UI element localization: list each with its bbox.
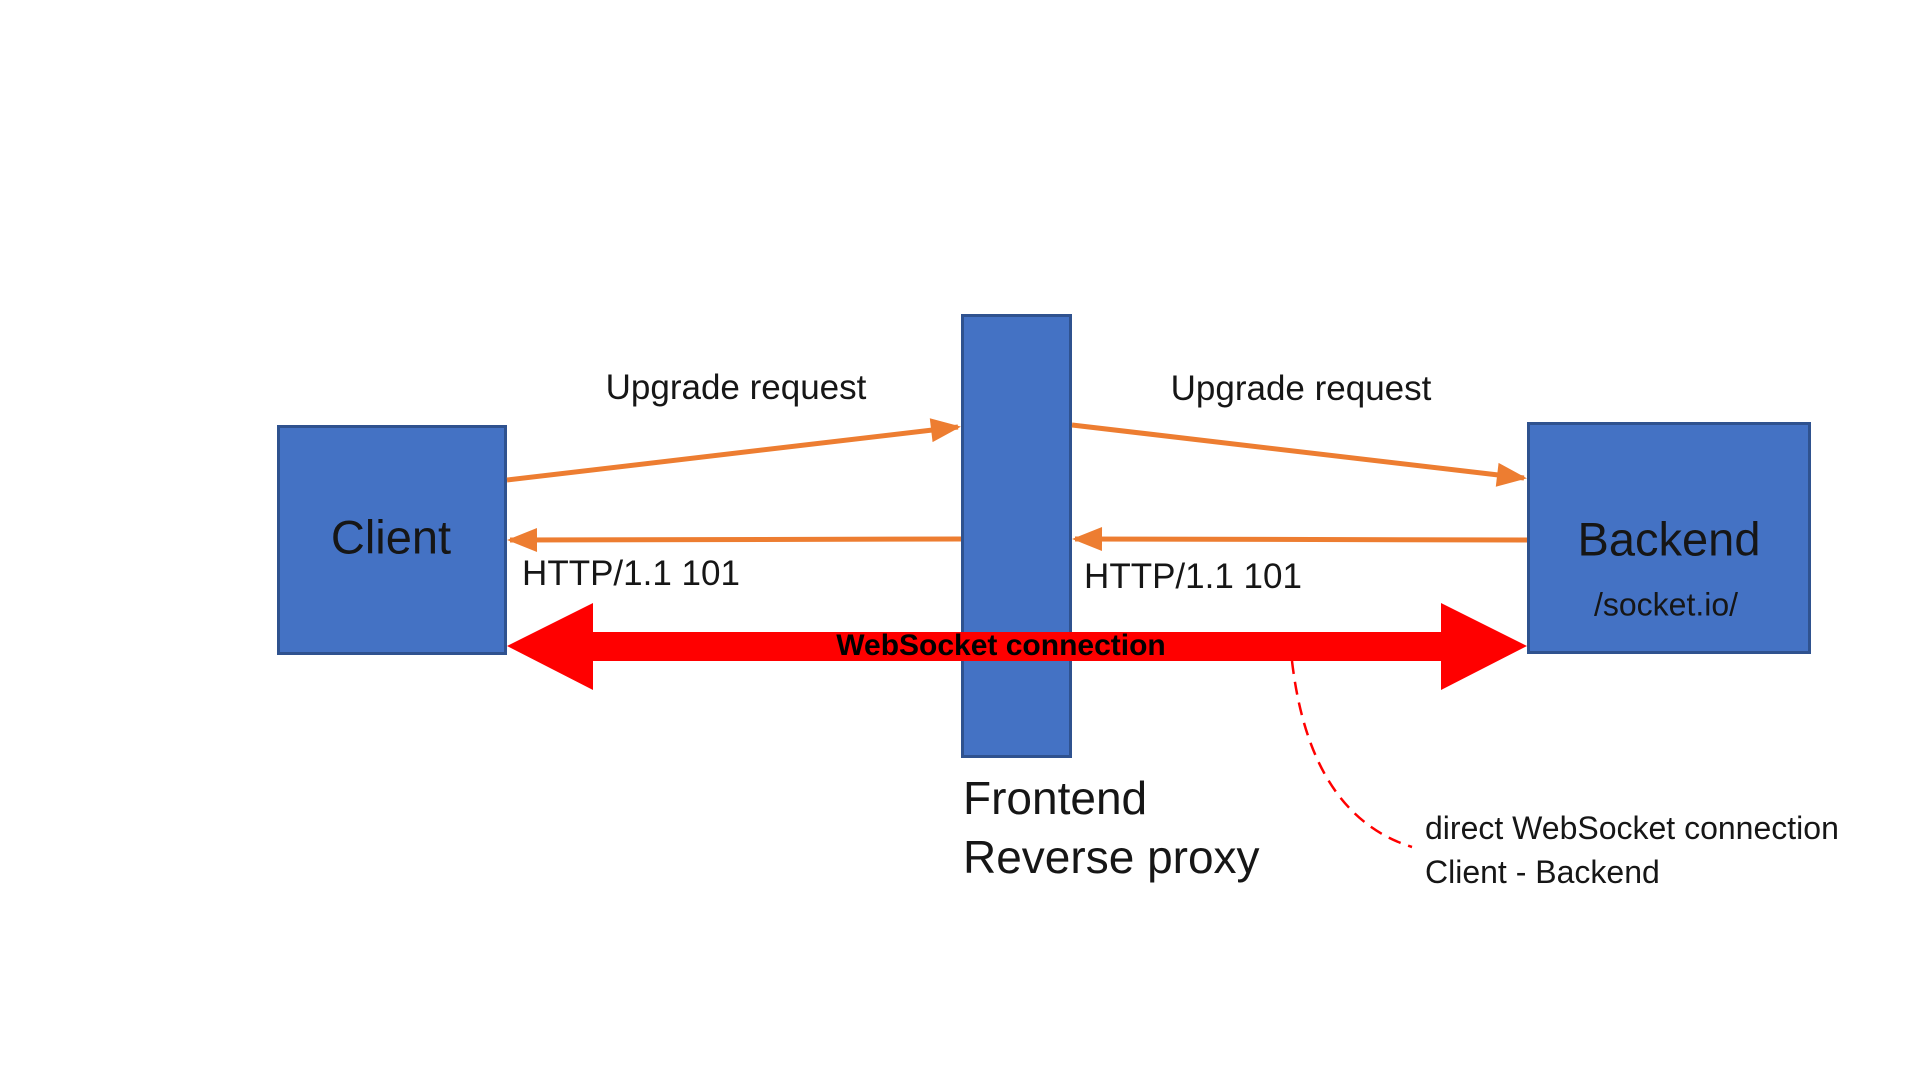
proxy-caption-line1: Frontend <box>963 772 1148 824</box>
backend-path-label: /socket.io/ <box>1593 586 1739 623</box>
upgrade-request-label-left: Upgrade request <box>605 368 867 407</box>
annotation-line2: Client - Backend <box>1425 854 1660 890</box>
websocket-connection-label: WebSocket connection <box>836 629 1166 662</box>
backend-label: Backend <box>1577 512 1761 566</box>
frontend-reverse-proxy-node <box>961 314 1072 758</box>
proxy-caption: Frontend Reverse proxy <box>963 769 1260 887</box>
backend-node <box>1527 422 1811 654</box>
http101-arrow-proxy-to-client <box>507 527 962 552</box>
http101-arrow-backend-to-proxy <box>1072 527 1528 552</box>
annotation-line1: direct WebSocket connection <box>1425 810 1839 846</box>
http101-label-right: HTTP/1.1 101 <box>1084 557 1302 596</box>
client-label: Client <box>330 510 452 564</box>
client-node <box>277 425 507 655</box>
http101-label-left: HTTP/1.1 101 <box>522 554 740 593</box>
upgrade-arrow-proxy-to-backend <box>1071 422 1527 487</box>
callout-dashed-curve <box>1290 660 1413 849</box>
annotation-text: direct WebSocket connection Client - Bac… <box>1425 806 1839 894</box>
upgrade-arrow-client-to-proxy <box>506 418 961 483</box>
proxy-caption-line2: Reverse proxy <box>963 831 1260 883</box>
upgrade-request-label-right: Upgrade request <box>1170 369 1432 408</box>
